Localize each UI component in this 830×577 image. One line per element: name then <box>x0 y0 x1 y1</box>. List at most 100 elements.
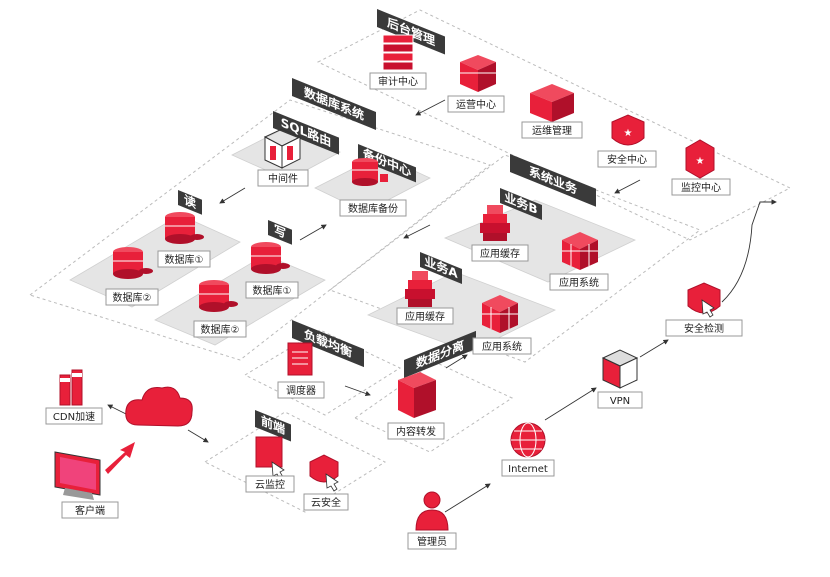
svg-text:安全中心: 安全中心 <box>607 153 647 166</box>
svg-text:★: ★ <box>624 128 633 139</box>
shield-icon <box>309 454 339 483</box>
stacked-blocks-icon <box>405 271 435 307</box>
arrow-ops-audit <box>415 99 446 116</box>
app-system-a-node: 应用系统 <box>472 295 532 355</box>
cloud-icon <box>125 386 193 427</box>
content-forward-node: 内容转发 <box>387 372 445 440</box>
db-read-1-node: 数据库① <box>157 212 211 268</box>
arrow-middleware-read <box>219 187 246 204</box>
arrow-split-system <box>445 354 468 369</box>
svg-text:运维管理: 运维管理 <box>532 124 572 137</box>
server-tower-icon <box>59 369 83 406</box>
monitor-icon <box>54 451 101 500</box>
client-node: 客户端 <box>54 442 135 519</box>
arrow-system-backup <box>403 224 431 239</box>
scheduler-box-icon <box>287 342 313 376</box>
cloud-security-node: 云安全 <box>303 454 349 511</box>
svg-text:应用缓存: 应用缓存 <box>405 310 445 323</box>
app-system-b-node: 应用系统 <box>549 232 609 291</box>
arrow-security-monitor <box>614 179 641 194</box>
arrow-security-monitor-up <box>721 199 777 303</box>
svg-text:数据库①: 数据库① <box>253 284 292 297</box>
zone-front <box>203 411 387 513</box>
stacked-blocks-icon <box>480 205 510 241</box>
connections <box>107 99 777 513</box>
svg-text:云监控: 云监控 <box>255 478 285 491</box>
vpn-node: VPN <box>597 349 643 409</box>
shield-icon <box>611 114 645 146</box>
tag-read: 读 <box>178 190 202 215</box>
svg-text:数据库①: 数据库① <box>165 253 204 266</box>
svg-text:客户端: 客户端 <box>75 504 105 517</box>
forward-box-icon <box>398 372 436 418</box>
ops-center-node: 运营中心 <box>447 55 505 113</box>
svg-text:数据库②: 数据库② <box>201 323 240 336</box>
svg-text:应用系统: 应用系统 <box>559 276 599 289</box>
db-write-1-node: 数据库① <box>245 242 299 299</box>
monitor-box-icon: ★ <box>685 139 715 179</box>
vpn-box-icon <box>601 349 639 389</box>
app-cache-b-node: 应用缓存 <box>471 205 529 262</box>
arrow-write-backup <box>299 224 327 241</box>
cube-grid-icon <box>482 295 518 333</box>
svg-text:审计中心: 审计中心 <box>378 75 418 88</box>
server-stack-icon <box>382 34 414 71</box>
svg-text:★: ★ <box>696 156 705 167</box>
svg-text:管理员: 管理员 <box>417 535 447 548</box>
cube-grid-icon <box>562 232 598 270</box>
svg-text:读: 读 <box>184 192 196 211</box>
globe-icon <box>510 422 546 458</box>
arrow-cloud-front <box>187 429 209 443</box>
svg-text:数据分离: 数据分离 <box>415 337 464 371</box>
internet-node: Internet <box>501 422 555 477</box>
database-icon <box>113 247 153 279</box>
server-block-icon <box>460 55 496 92</box>
arrow-cdn-cloud <box>107 404 129 416</box>
cloud-monitor-node: 云监控 <box>245 436 295 493</box>
svg-text:中间件: 中间件 <box>268 172 298 185</box>
svg-text:监控中心: 监控中心 <box>681 181 721 194</box>
arrow-vpn-security <box>639 339 669 358</box>
maintenance-node: 运维管理 <box>521 84 583 139</box>
zone-split <box>353 361 514 453</box>
arrow-admin-internet <box>444 483 491 513</box>
svg-text:内容转发: 内容转发 <box>396 425 436 438</box>
scheduler-node: 调度器 <box>277 342 325 399</box>
cube-frame-icon <box>263 128 302 169</box>
svg-text:Internet: Internet <box>508 464 548 475</box>
zone-database <box>28 99 492 361</box>
svg-text:写: 写 <box>274 222 286 241</box>
svg-text:业务A: 业务A <box>424 253 458 281</box>
db-backup-node: 数据库备份 <box>339 158 407 217</box>
server-rack-icon <box>530 84 574 122</box>
arrow-scheduler-split <box>344 385 371 397</box>
svg-text:应用系统: 应用系统 <box>482 340 522 353</box>
cdn-node: CDN加速 <box>45 369 103 425</box>
svg-text:云安全: 云安全 <box>311 496 341 509</box>
monitor-screen-icon <box>255 436 285 480</box>
zone-load <box>243 329 402 416</box>
arrow-up-icon <box>105 442 135 474</box>
monitor-center-node: ★ 监控中心 <box>671 139 731 196</box>
security-check-node: 安全检测 <box>665 282 743 337</box>
app-cache-a-node: 应用缓存 <box>396 271 454 325</box>
svg-text:VPN: VPN <box>610 396 630 407</box>
svg-text:运营中心: 运营中心 <box>456 98 496 111</box>
database-icon <box>165 212 204 244</box>
svg-text:调度器: 调度器 <box>286 384 316 397</box>
user-icon <box>415 491 449 531</box>
audit-center-node: 审计中心 <box>369 34 427 90</box>
arrow-internet-vpn <box>544 387 597 421</box>
svg-text:应用缓存: 应用缓存 <box>480 247 520 260</box>
svg-text:数据库②: 数据库② <box>113 291 152 304</box>
database-icon <box>199 280 238 312</box>
tag-database-system: 数据库系统 <box>292 78 376 130</box>
svg-text:数据库备份: 数据库备份 <box>348 202 398 215</box>
database-icon <box>352 158 388 186</box>
tag-write: 写 <box>268 220 292 245</box>
db-read-2-node: 数据库② <box>105 247 159 306</box>
cloud-node <box>125 386 193 427</box>
svg-text:系统业务: 系统业务 <box>529 163 577 197</box>
